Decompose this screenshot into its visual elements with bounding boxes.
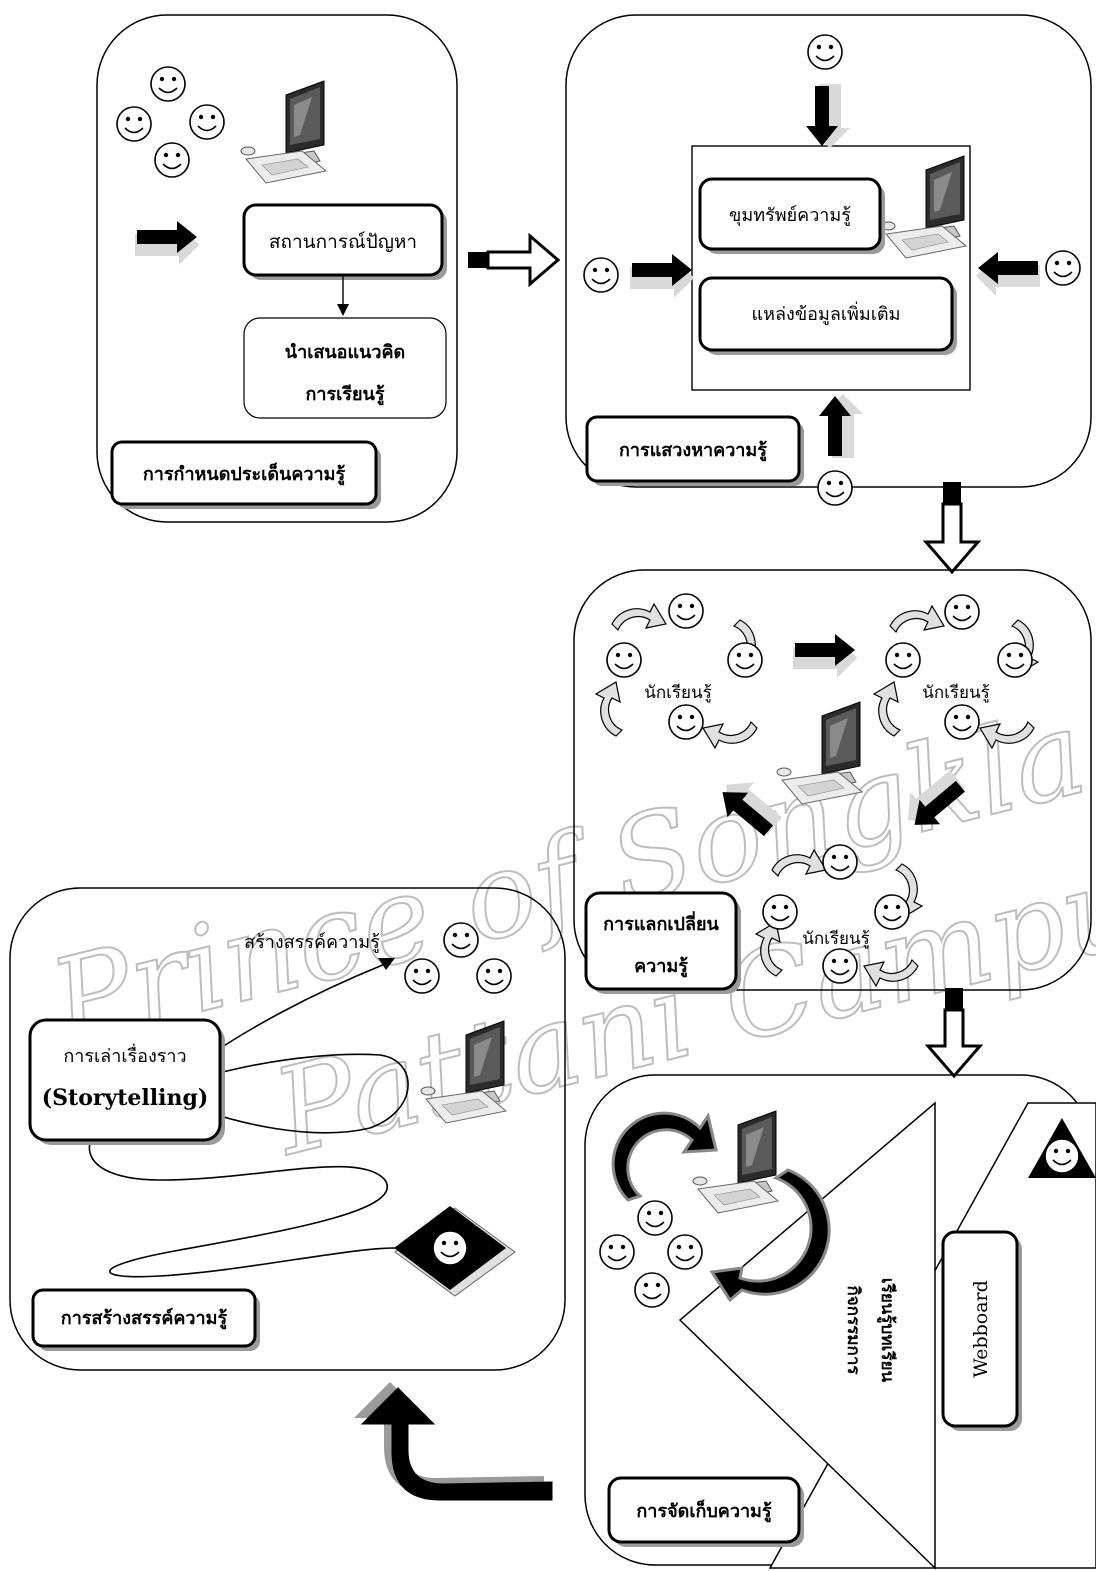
additional-sources-label: แหล่งข้อมูลเพิ่มเติม bbox=[752, 301, 901, 325]
learner-group-2: นักเรียนรู้ bbox=[873, 594, 1039, 749]
story-flow-line bbox=[88, 1053, 416, 1278]
learner-smiley-icon bbox=[807, 34, 843, 70]
arrow-up-icon bbox=[819, 394, 863, 458]
activity-label: กิจกรรมการ เรียนรู้บทเรียน bbox=[843, 1278, 898, 1383]
learner-smiley-icon bbox=[1045, 250, 1081, 286]
learner-smiley-icon bbox=[154, 142, 190, 178]
arrow-right-icon bbox=[135, 221, 199, 265]
storytelling-line2: (Storytelling) bbox=[42, 1085, 209, 1111]
stage5-title: การสร้างสรรค์ความรู้ bbox=[61, 1307, 228, 1330]
computer-icon bbox=[880, 155, 967, 259]
learner-smiley-icon bbox=[637, 1200, 673, 1236]
learner-smiley-icon bbox=[822, 948, 858, 984]
arrow-stage4-to-stage5-icon bbox=[360, 1387, 553, 1501]
stage3-title-box bbox=[584, 891, 738, 991]
triangle-smiley-icon bbox=[1028, 1118, 1096, 1178]
webboard-box bbox=[941, 1230, 1019, 1428]
cycle-arrow-icon bbox=[611, 1111, 718, 1202]
learner-smiley-icon bbox=[599, 1234, 635, 1270]
learning-concept-line2: การเรียนรู้ bbox=[305, 384, 384, 406]
stage1-panel: สถานการณ์ปัญหา นำเสนอแนวคิด การเรียนรู้ … bbox=[96, 14, 458, 523]
learner-smiley-icon bbox=[885, 642, 921, 678]
cycle-arrow-icon bbox=[611, 603, 667, 631]
knowledge-treasure-label: ขุมทรัพย์ความรู้ bbox=[729, 205, 851, 226]
learner-smiley-icon bbox=[997, 642, 1033, 678]
arrow-right-icon bbox=[793, 634, 857, 678]
stage1-title: การกำหนดประเด็นความรู้ bbox=[143, 462, 346, 486]
diamond-smiley-icon bbox=[394, 1206, 516, 1297]
learner-group-3: นักเรียนรู้ bbox=[755, 844, 923, 987]
learner-smiley-icon bbox=[944, 594, 980, 630]
learner-group-1: นักเรียนรู้ bbox=[595, 593, 763, 749]
stage3-frame bbox=[573, 569, 1092, 991]
learner-group-label: นักเรียนรู้ bbox=[802, 929, 870, 949]
arrow-left-icon bbox=[976, 252, 1040, 296]
knowledge-treasure-box bbox=[698, 177, 882, 251]
learner-smiley-icon bbox=[817, 470, 853, 506]
stage1-title-box bbox=[110, 440, 378, 506]
stage1-frame bbox=[96, 14, 458, 523]
arrow-down-icon bbox=[806, 84, 850, 148]
learner-smiley-icon bbox=[583, 257, 619, 293]
stage2-panel: ขุมทรัพย์ความรู้ แหล่งข้อมูลเพิ่มเติม กา… bbox=[565, 14, 1092, 506]
storytelling-box bbox=[28, 1018, 222, 1142]
stage4-panel: กิจกรรมการ เรียนรู้บทเรียน Webboard การจ… bbox=[584, 1074, 1096, 1570]
arrow-stage3-to-stage4-icon bbox=[924, 988, 984, 1079]
learner-smiley-icon bbox=[668, 593, 704, 629]
computer-icon bbox=[240, 80, 327, 184]
learner-smiley-icon bbox=[150, 66, 186, 102]
learning-concept-box bbox=[243, 317, 447, 419]
stage4-title: การจัดเก็บความรู้ bbox=[636, 1499, 772, 1523]
arrow-head-icon bbox=[378, 958, 395, 970]
stage2-title-box bbox=[585, 415, 801, 483]
stage4-title-box bbox=[607, 1476, 801, 1544]
problem-situation-label: สถานการณ์ปัญหา bbox=[269, 231, 417, 253]
arrow-stage1-to-stage2-icon bbox=[468, 232, 561, 288]
cycle-arrow-icon bbox=[889, 605, 945, 633]
learner-smiley-icon bbox=[404, 958, 440, 994]
learner-smiley-icon bbox=[443, 922, 479, 958]
learner-group-label: นักเรียนรู้ bbox=[644, 683, 712, 703]
create-knowledge-label: สร้างสรรค์ความรู้ bbox=[244, 932, 380, 953]
arrow-right-icon bbox=[630, 254, 694, 298]
stage3-title-line2: ความรู้ bbox=[634, 956, 688, 978]
learner-smiley-icon bbox=[874, 894, 910, 930]
stage5-title-box bbox=[31, 1288, 257, 1348]
learner-smiley-icon bbox=[189, 104, 225, 140]
arrow-down-small-icon bbox=[337, 304, 349, 316]
cycle-arrow-icon bbox=[873, 681, 901, 737]
learner-smiley-icon bbox=[667, 1234, 703, 1270]
stage3-panel: นักเรียนรู้ นักเรียนรู้ bbox=[573, 569, 1092, 994]
learning-concept-line1: นำเสนอแนวคิด bbox=[285, 342, 405, 363]
learner-smiley-icon bbox=[822, 844, 858, 880]
learner-smiley-icon bbox=[762, 894, 798, 930]
learner-smiley-icon bbox=[116, 106, 152, 142]
storytelling-line1: การเล่าเรื่องราว bbox=[63, 1043, 186, 1067]
learner-smiley-icon bbox=[944, 704, 980, 740]
cycle-arrow-icon bbox=[595, 681, 623, 737]
learner-smiley-icon bbox=[668, 704, 704, 740]
arrow-stage2-to-stage3-icon bbox=[922, 482, 982, 575]
activity-label-line2: เรียนรู้บทเรียน bbox=[876, 1278, 898, 1383]
stage5-panel: สร้างสรรค์ความรู้ การเล่าเรื่องราว (Stor… bbox=[9, 887, 566, 1371]
activity-label-line1: กิจกรรมการ bbox=[843, 1286, 863, 1376]
learner-smiley-icon bbox=[476, 958, 512, 994]
cycle-arrow-icon bbox=[709, 1168, 831, 1303]
webboard-label: Webboard bbox=[970, 1280, 992, 1378]
stage2-title: การแสวงหาความรู้ bbox=[619, 440, 767, 462]
stage5-frame bbox=[9, 887, 566, 1371]
learner-smiley-icon bbox=[606, 642, 642, 678]
stage3-title-line1: การแลกเปลี่ยน bbox=[603, 911, 719, 935]
additional-sources-box bbox=[698, 276, 954, 352]
learner-smiley-icon bbox=[634, 1272, 670, 1308]
learner-smiley-icon bbox=[727, 642, 763, 678]
cycle-arrow-icon bbox=[702, 721, 758, 749]
learner-group-label: นักเรียนรู้ bbox=[922, 683, 990, 703]
